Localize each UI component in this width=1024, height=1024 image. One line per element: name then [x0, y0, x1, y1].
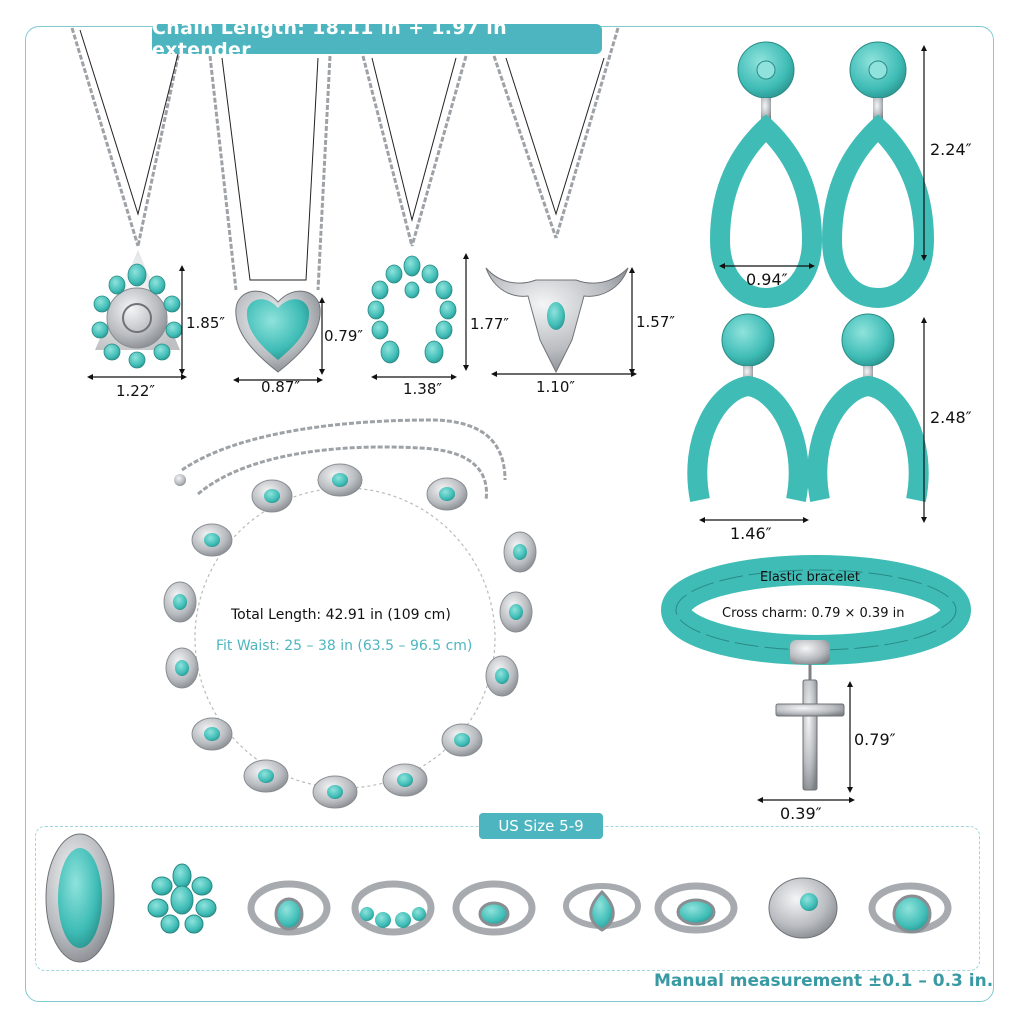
bracelet-charm-size: Cross charm: 0.79 × 0.39 in	[722, 606, 905, 621]
measurement-note: Manual measurement ±0.1 – 0.3 in.	[654, 971, 994, 991]
squash-blossom-earrings-art	[687, 313, 929, 502]
squash-blossom-pendant-width: 1.38″	[403, 380, 443, 398]
flower-pendant-width: 1.22″	[116, 382, 156, 400]
teardrop-earrings-width: 0.94″	[746, 270, 788, 289]
chain-length-banner: Chain Length: 18.11 in + 1.97 in extende…	[152, 17, 602, 61]
rings-art	[45, 833, 952, 963]
ring-size-label: US Size 5-9	[479, 813, 603, 839]
flower-pendant-art	[91, 250, 183, 369]
heart-pendant-art	[235, 290, 321, 373]
heart-pendant-height: 0.79″	[324, 327, 364, 345]
teardrop-earrings-art	[709, 41, 935, 309]
bracelet-charm-height: 0.79″	[854, 730, 896, 749]
bull-skull-pendant-art	[485, 267, 629, 374]
bracelet-art	[661, 555, 971, 791]
bracelet-title: Elastic bracelet	[760, 570, 860, 585]
bracelet-charm-width: 0.39″	[780, 804, 822, 823]
flower-pendant-height: 1.85″	[186, 314, 226, 332]
necklace-chains	[70, 27, 620, 291]
squash-blossom-earrings-width: 1.46″	[730, 524, 772, 543]
rings-panel	[35, 826, 980, 971]
belt-total-length: Total Length: 42.91 in (109 cm)	[231, 607, 451, 623]
bull-skull-pendant-height: 1.57″	[636, 313, 676, 331]
teardrop-earrings-height: 2.24″	[930, 140, 972, 159]
squash-blossom-pendant-art	[367, 255, 457, 364]
bull-skull-pendant-width: 1.10″	[536, 378, 576, 396]
squash-blossom-pendant-height: 1.77″	[470, 315, 510, 333]
concho-belt-art	[163, 418, 537, 809]
squash-blossom-earrings-height: 2.48″	[930, 408, 972, 427]
belt-fit-waist: Fit Waist: 25 – 38 in (63.5 – 96.5 cm)	[216, 638, 473, 654]
heart-pendant-width: 0.87″	[261, 378, 301, 396]
